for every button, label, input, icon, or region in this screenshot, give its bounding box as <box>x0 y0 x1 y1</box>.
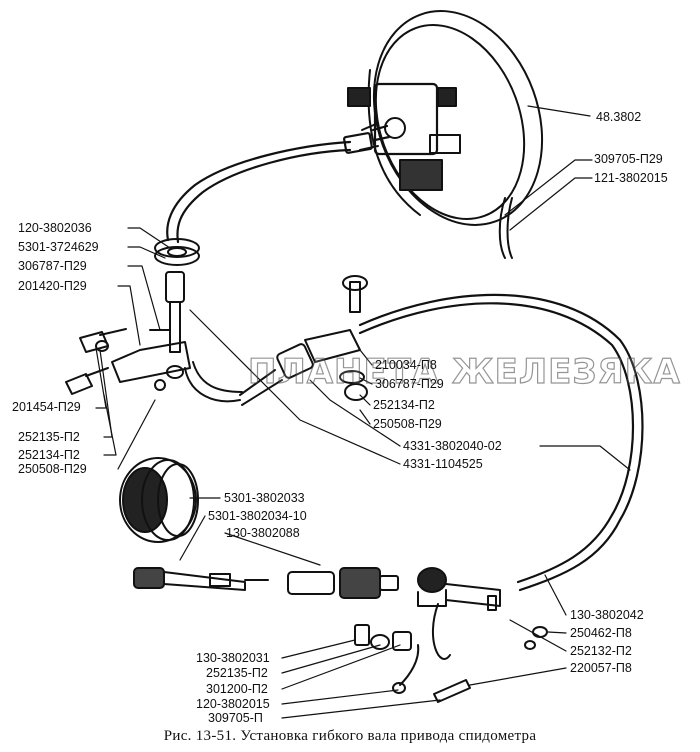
small-fasteners <box>354 624 548 703</box>
part-label: 250508-П29 <box>373 417 442 431</box>
part-label: 252135-П2 <box>18 430 80 444</box>
part-label: 4331-3802040-02 <box>403 439 502 453</box>
part-label: 130-3802031 <box>196 651 270 665</box>
bracket-assembly <box>111 271 243 403</box>
part-label: 130-3802088 <box>226 526 300 540</box>
part-label: 306787-П29 <box>18 259 87 273</box>
figure-caption: Рис. 13-51. Установка гибкого вала приво… <box>163 728 537 744</box>
speedometer-housing <box>347 10 544 226</box>
part-label: 252134-П2 <box>18 448 80 462</box>
watermark: ПЛАНЕТА ЖЕЛЕЗЯКА <box>247 351 681 392</box>
part-label: 252135-П2 <box>206 666 268 680</box>
part-label: 130-3802042 <box>570 608 644 622</box>
part-label: 309705-П29 <box>594 152 663 166</box>
part-label: 120-3802015 <box>196 697 270 711</box>
part-label: 5301-3802033 <box>224 491 305 505</box>
part-label: 301200-П2 <box>206 682 268 696</box>
part-label: 252132-П2 <box>570 644 632 658</box>
driven-gear <box>119 457 199 543</box>
part-label: 4331-1104525 <box>403 457 483 471</box>
part-label: 120-3802036 <box>18 221 92 235</box>
part-label: 201420-П29 <box>18 279 87 293</box>
drive-shaft <box>133 567 269 591</box>
right-side-cable <box>498 197 513 259</box>
part-label: 5301-3724629 <box>18 240 99 254</box>
part-label: 121-3802015 <box>594 171 668 185</box>
part-label: 5301-3802034-10 <box>208 509 307 523</box>
part-label: 220057-П8 <box>570 661 632 675</box>
part-label: 210034-П8 <box>375 358 437 372</box>
leader-lines <box>95 105 631 719</box>
part-label: 250462-П8 <box>570 626 632 640</box>
part-label: 250508-П29 <box>18 462 87 476</box>
long-cable <box>358 293 644 592</box>
part-label: 201454-П29 <box>12 400 81 414</box>
left-bolts <box>65 328 127 395</box>
part-label: 306787-П29 <box>375 377 444 391</box>
part-label: 252134-П2 <box>373 398 435 412</box>
part-label: 48.3802 <box>596 110 642 124</box>
grommet <box>154 238 200 266</box>
upper-cable <box>166 124 391 244</box>
adapter-part <box>287 567 399 599</box>
part-label: 309705-П <box>208 711 263 725</box>
gearbox-drive <box>417 567 501 660</box>
